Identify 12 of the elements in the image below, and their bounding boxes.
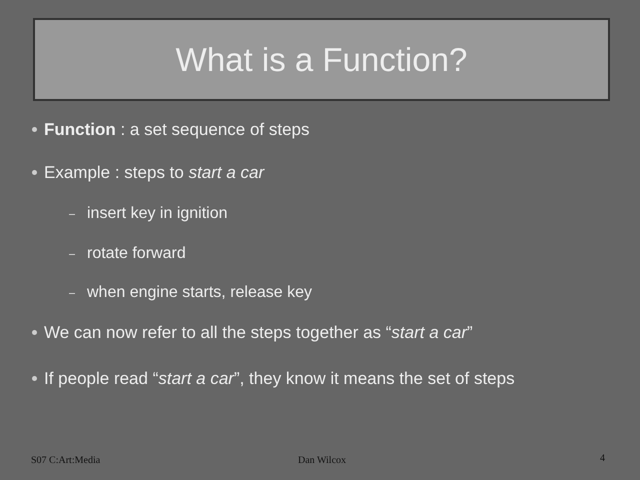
bullet-text: when engine starts, release key xyxy=(87,284,312,302)
footer-text: S07 C:Art:Media xyxy=(31,455,100,466)
title-banner xyxy=(33,18,610,101)
page-number: 4 xyxy=(600,453,605,464)
footer-text: Dan Wilcox xyxy=(298,455,346,466)
bullet-text: Function : a set sequence of steps xyxy=(44,120,310,140)
bullet-text: We can now refer to all the steps together as “start a car” xyxy=(44,323,473,343)
bullet-text: insert key in ignition xyxy=(87,205,228,223)
bullet-text: Example : steps to start a car xyxy=(44,163,264,183)
bullet-text: If people read “start a car”, they know it means the set of steps xyxy=(44,369,515,389)
slide-title: What is a Function? xyxy=(176,40,468,78)
bullet-text: rotate forward xyxy=(87,245,186,263)
